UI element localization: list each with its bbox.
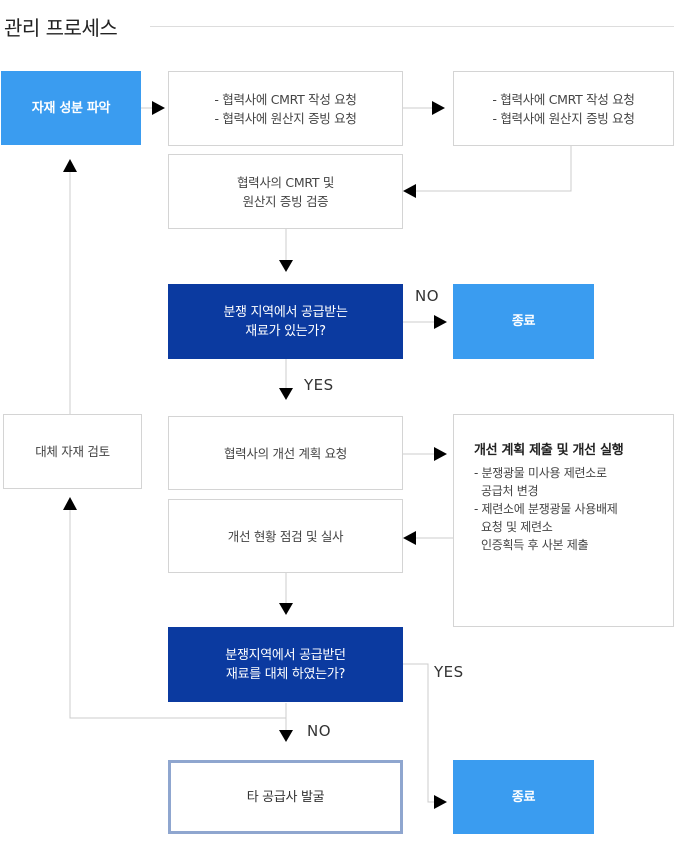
plan-item: - 제련소에 분쟁광물 사용배제 요청 및 제련소 인증획득 후 사본 제출 <box>474 502 618 552</box>
box-label: 개선 현황 점검 및 실사 <box>227 528 344 544</box>
improvement-plan-box: 개선 계획 제출 및 개선 실행 - 분쟁광물 미사용 제련소로 공급처 변경 … <box>453 414 674 627</box>
arrowhead-left <box>403 184 416 198</box>
arrowhead-up <box>63 159 77 172</box>
connector-question2-alternative <box>69 510 287 719</box>
improvement-request-box: 협력사의 개선 계획 요청 <box>168 416 403 490</box>
arrowhead-right <box>434 795 447 809</box>
verification-box: 협력사의 CMRT 및 원산지 증빙 검증 <box>168 154 403 229</box>
arrowhead-left <box>403 531 416 545</box>
replacement-question-box: 분쟁지역에서 공급받던 재료를 대체 하였는가? <box>168 627 403 702</box>
box-line: 협력사의 CMRT 및 <box>236 174 335 190</box>
box-line: - 협력사에 CMRT 작성 요청 <box>492 91 635 107</box>
yes-label: YES <box>434 663 464 681</box>
arrowhead-down <box>279 730 293 742</box>
box-label: 자재 성분 파악 <box>31 100 111 116</box>
arrowhead-right <box>434 447 447 461</box>
plan-item: - 분쟁광물 미사용 제련소로 공급처 변경 <box>474 466 607 498</box>
arrowhead-down <box>279 603 293 615</box>
box-label: 협력사의 개선 계획 요청 <box>223 445 348 461</box>
box-line: 재료를 대체 하였는가? <box>225 666 346 682</box>
supplier-request-box-2: - 협력사에 CMRT 작성 요청 - 협력사에 원산지 증빙 요청 <box>453 71 674 146</box>
end-box: 종료 <box>453 284 594 359</box>
no-label: NO <box>415 287 440 305</box>
arrowhead-down <box>279 388 293 400</box>
box-line: 분쟁지역에서 공급받던 <box>225 647 346 663</box>
box-label: 종료 <box>511 314 536 329</box>
alternative-material-box: 대체 자재 검토 <box>3 414 142 489</box>
arrowhead-right <box>434 315 447 329</box>
box-label: 타 공급사 발굴 <box>246 789 325 805</box>
box-line: 원산지 증빙 검증 <box>242 193 329 209</box>
conflict-material-question-box: 분쟁 지역에서 공급받는 재료가 있는가? <box>168 284 403 359</box>
connector-request2-verify <box>416 146 572 192</box>
page-title: 관리 프로세스 <box>4 16 118 40</box>
end-box: 종료 <box>453 760 594 834</box>
connector-question2-end2 <box>403 663 434 803</box>
box-line: - 협력사에 원산지 증빙 요청 <box>492 110 635 126</box>
inspection-box: 개선 현황 점검 및 실사 <box>168 499 403 573</box>
arrowhead-up <box>63 497 77 510</box>
arrowhead-right <box>152 101 165 115</box>
material-analysis-box: 자재 성분 파악 <box>1 71 141 145</box>
box-line: - 협력사에 원산지 증빙 요청 <box>214 110 357 126</box>
title-divider <box>150 26 674 27</box>
box-line: 재료가 있는가? <box>245 323 326 339</box>
box-label: 종료 <box>511 789 536 805</box>
new-supplier-box: 타 공급사 발굴 <box>168 760 403 834</box>
yes-label: YES <box>304 376 334 394</box>
supplier-request-box: - 협력사에 CMRT 작성 요청 - 협력사에 원산지 증빙 요청 <box>168 71 403 146</box>
arrowhead-down <box>279 260 293 272</box>
plan-title: 개선 계획 제출 및 개선 실행 <box>474 443 624 458</box>
arrowhead-right <box>432 101 445 115</box>
box-label: 대체 자재 검토 <box>35 444 110 459</box>
box-line: - 협력사에 CMRT 작성 요청 <box>214 91 357 107</box>
box-line: 분쟁 지역에서 공급받는 <box>223 304 348 320</box>
no-label: NO <box>307 722 332 740</box>
